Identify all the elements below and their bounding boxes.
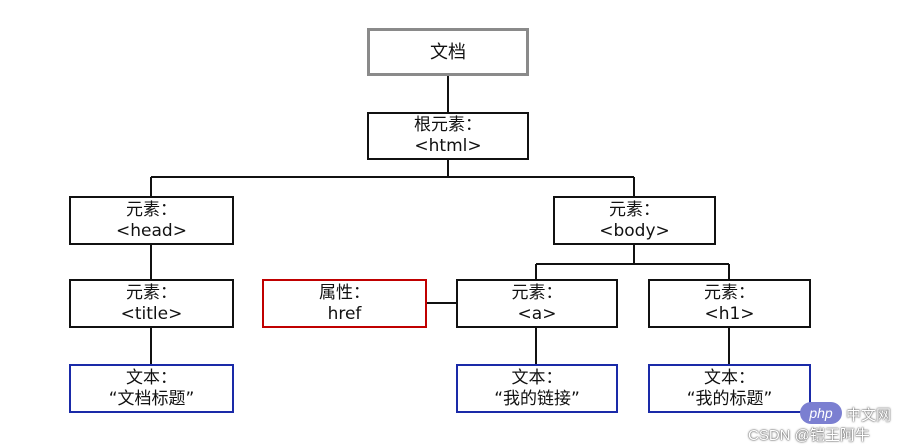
href-node-type: 属性： xyxy=(319,282,370,303)
document-node-label: 文档 xyxy=(430,41,466,63)
php-logo-badge: php xyxy=(800,402,842,424)
html-node-type: 根元素： xyxy=(414,115,482,135)
body-node: 元素： <body> xyxy=(553,196,716,245)
h1-node-tag: <h1> xyxy=(704,303,755,324)
a-node: 元素： <a> xyxy=(456,279,618,328)
html-node-tag: <html> xyxy=(414,136,482,156)
title-node: 元素： <title> xyxy=(69,279,234,328)
a-node-type: 元素： xyxy=(511,282,563,303)
h1-text-type: 文本： xyxy=(704,367,755,388)
head-node-type: 元素： xyxy=(126,199,177,220)
link-text-node: 文本： “我的链接” xyxy=(456,364,618,413)
href-node-name: href xyxy=(327,303,362,324)
link-text-type: 文本： xyxy=(511,367,563,388)
h1-node: 元素： <h1> xyxy=(648,279,811,328)
head-node-tag: <head> xyxy=(116,220,187,241)
title-text-node: 文本： “文档标题” xyxy=(69,364,234,413)
credit-watermark: CSDN @铠王阿牛 xyxy=(748,427,870,444)
site-watermark: 中文网 xyxy=(846,407,892,424)
title-text-value: “文档标题” xyxy=(108,388,195,409)
head-node: 元素： <head> xyxy=(69,196,234,245)
title-node-type: 元素： xyxy=(126,282,177,303)
document-node: 文档 xyxy=(367,28,529,76)
body-node-type: 元素： xyxy=(609,199,660,220)
title-node-tag: <title> xyxy=(120,303,183,324)
body-node-tag: <body> xyxy=(599,220,670,241)
a-node-tag: <a> xyxy=(517,303,557,324)
h1-text-value: “我的标题” xyxy=(686,388,773,409)
html-node: 根元素： <html> xyxy=(367,112,529,160)
link-text-value: “我的链接” xyxy=(494,388,580,409)
h1-text-node: 文本： “我的标题” xyxy=(648,364,811,413)
h1-node-type: 元素： xyxy=(704,282,755,303)
title-text-type: 文本： xyxy=(126,367,177,388)
href-attribute-node: 属性： href xyxy=(262,279,427,328)
